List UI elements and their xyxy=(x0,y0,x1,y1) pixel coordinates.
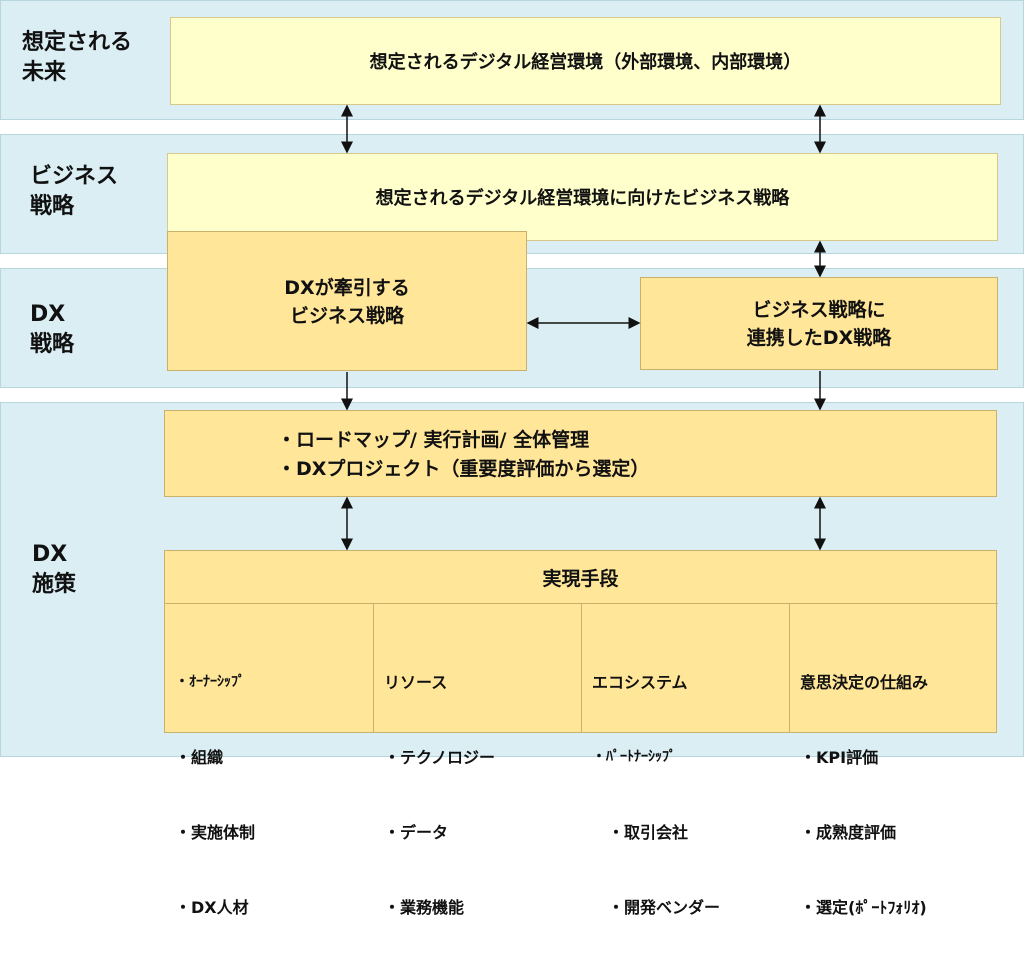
row-label-dx-strategy: DX 戦略 xyxy=(30,302,75,357)
business-strategy-box: 想定されるデジタル経営環境に向けたビジネス戦略 xyxy=(167,153,998,241)
means-column-head: 意思決定の仕組み xyxy=(800,673,929,692)
dx-project-bullet: ・DXプロジェクト（重要度評価から選定） xyxy=(277,458,650,480)
means-item: ・取引会社 xyxy=(608,823,689,842)
row-label-future: 想定される 未来 xyxy=(22,30,133,85)
means-column-head: エコシステム xyxy=(592,673,688,692)
dx-led-strategy-box: DXが牽引する ビジネス戦略 xyxy=(167,231,527,371)
means-item: ・DX人材 xyxy=(175,898,249,917)
dx-measures-box: ・ロードマップ/ 実行計画/ 全体管理 ・DXプロジェクト（重要度評価から選定） xyxy=(164,410,997,497)
future-environment-box: 想定されるデジタル経営環境（外部環境、内部環境） xyxy=(170,17,1001,105)
connector-arrows xyxy=(341,104,826,551)
means-item: ・業務機能 xyxy=(384,898,465,917)
row-label-business-strategy: ビジネス 戦略 xyxy=(30,164,119,219)
means-item: ・データ xyxy=(384,823,449,842)
row-label-dx-measures: DX 施策 xyxy=(32,542,77,597)
means-item: ・開発ベンダー xyxy=(608,898,721,917)
means-title: 実現手段 xyxy=(542,567,619,590)
means-item: ・実施体制 xyxy=(175,823,256,842)
dx-linked-strategy-box: ビジネス戦略に 連携したDX戦略 xyxy=(640,277,998,370)
means-column-head: ・ｵｰﾅｰｼｯﾌﾟ xyxy=(175,674,245,690)
means-item: ・成熟度評価 xyxy=(800,823,897,842)
means-column-head: リソース xyxy=(384,673,448,692)
roadmap-bullet: ・ロードマップ/ 実行計画/ 全体管理 xyxy=(277,429,590,451)
means-item: ・選定(ﾎﾟｰﾄﾌｫﾘｵ) xyxy=(800,898,927,917)
